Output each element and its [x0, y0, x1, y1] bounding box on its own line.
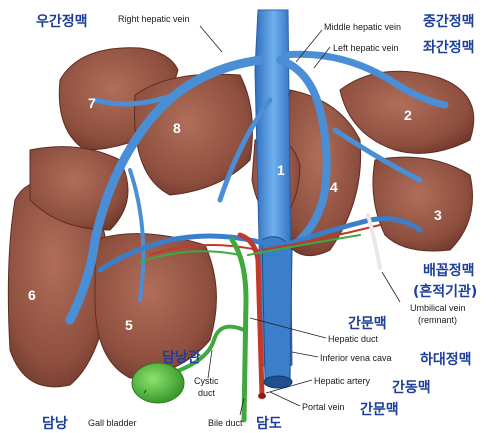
label-ko-inferior-vena-cava: 하대정맥	[420, 351, 472, 368]
liver-lobes	[8, 48, 473, 387]
segment-8-lobe	[134, 74, 252, 195]
segment-number-1: 1	[277, 162, 285, 178]
label-ko-umbilical-vein: 배꼽정맥	[423, 262, 475, 279]
label-bile-duct: Bile duct	[208, 418, 243, 428]
label-umbilical-vein: Umbilical vein	[410, 303, 466, 313]
label-portal-vein: Portal vein	[302, 402, 345, 412]
segment-number-4: 4	[330, 179, 338, 195]
label-cystic-duct-1: Cystic	[194, 376, 219, 386]
label-right-hepatic-vein: Right hepatic vein	[118, 14, 190, 24]
segment-number-3: 3	[434, 207, 442, 223]
label-gall-bladder: Gall bladder	[88, 418, 137, 428]
label-ko-hepatic-duct: 간문맥	[348, 315, 387, 332]
segment-number-7: 7	[88, 95, 96, 111]
leader-right-hepatic-vein	[200, 26, 222, 52]
label-ko-cystic-duct: 담낭관	[162, 349, 201, 366]
gall-bladder	[132, 363, 184, 403]
label-middle-hepatic-vein: Middle hepatic vein	[324, 22, 401, 32]
label-inferior-vena-cava: Inferior vena cava	[320, 353, 392, 363]
label-ko-umbilical-vein-note: (흔적기관)	[413, 283, 477, 300]
hepatic-artery-opening	[258, 393, 266, 399]
leader-umbilical-vein	[382, 272, 400, 302]
label-ko-portal-vein: 간문맥	[360, 401, 399, 418]
label-ko-right-hepatic-vein: 우간정맥	[36, 13, 88, 30]
label-ko-hepatic-artery: 간동맥	[392, 379, 431, 396]
leader-portal-vein	[270, 392, 300, 406]
segment-number-8: 8	[173, 120, 181, 136]
label-umbilical-remnant: (remnant)	[418, 315, 457, 325]
segment-number-2: 2	[404, 107, 412, 123]
portal-vein-opening	[264, 376, 292, 388]
label-ko-gall-bladder: 담낭	[42, 415, 68, 432]
umbilical-vein-remnant	[368, 215, 380, 268]
leader-ivc	[292, 352, 318, 357]
label-ko-middle-hepatic-vein: 중간정맥	[423, 13, 475, 30]
segment-number-6: 6	[28, 287, 36, 303]
label-left-hepatic-vein: Left hepatic vein	[333, 43, 399, 53]
label-cystic-duct-2: duct	[198, 388, 216, 398]
label-ko-left-hepatic-vein: 좌간정맥	[423, 39, 475, 56]
leader-cystic-duct	[208, 350, 212, 378]
label-hepatic-duct: Hepatic duct	[328, 334, 379, 344]
label-ko-bile-duct: 담도	[256, 415, 282, 432]
label-hepatic-artery: Hepatic artery	[314, 376, 371, 386]
portal-vein	[262, 237, 292, 380]
segment-3-lobe	[373, 157, 473, 251]
segment-number-5: 5	[125, 317, 133, 333]
